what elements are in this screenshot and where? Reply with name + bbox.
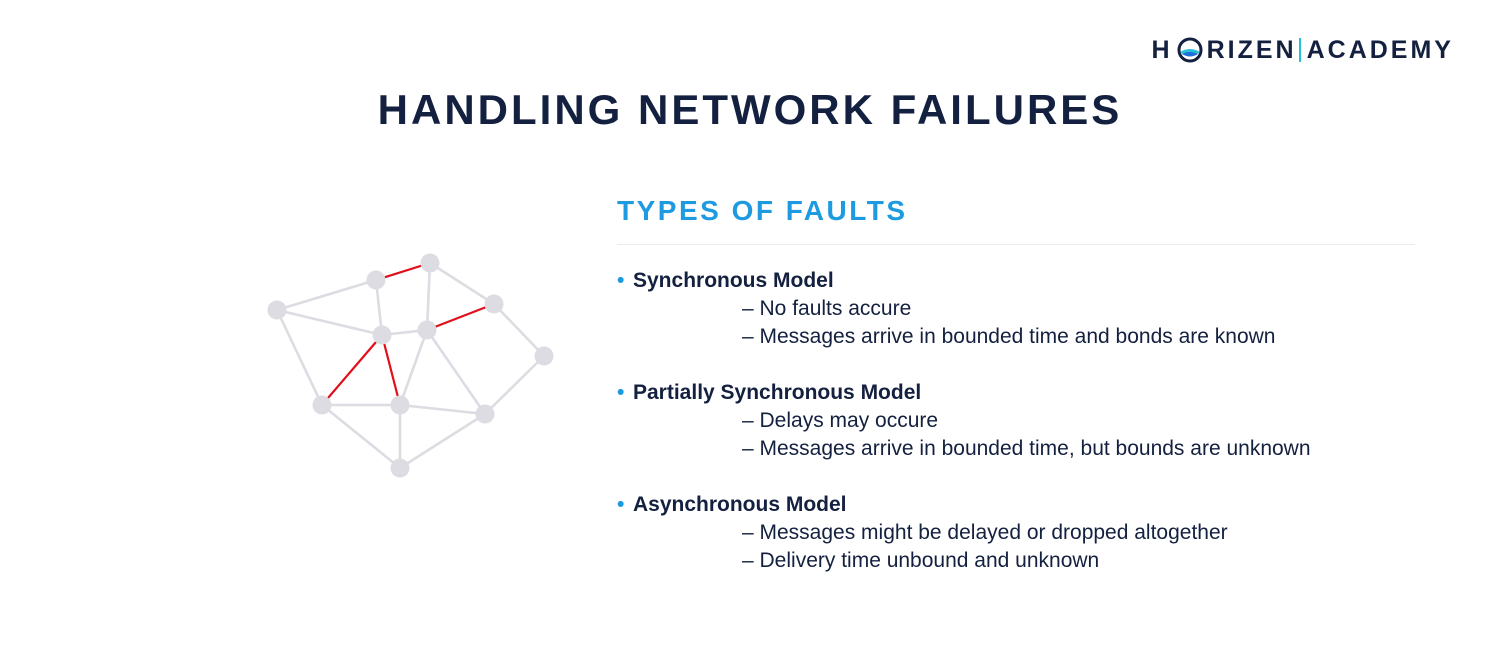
model-title: • Synchronous Model	[617, 267, 1417, 295]
network-node	[312, 395, 332, 415]
model-item: • Asynchronous Model – Messages might be…	[617, 491, 1417, 575]
model-title-text: Asynchronous Model	[633, 493, 847, 516]
model-details: – Messages might be delayed or dropped a…	[617, 519, 1417, 575]
network-node	[372, 325, 392, 345]
logo-text-h: H	[1151, 35, 1173, 64]
network-node	[484, 294, 504, 314]
network-node	[534, 346, 554, 366]
model-list: • Synchronous Model – No faults accure –…	[617, 267, 1417, 575]
network-node	[390, 458, 410, 478]
model-detail: – Messages arrive in bounded time and bo…	[742, 325, 1276, 348]
model-detail: – No faults accure	[742, 297, 912, 320]
network-link	[398, 329, 429, 406]
network-node	[366, 270, 386, 290]
horizen-academy-logo: H RIZEN ACADEMY	[1152, 33, 1454, 67]
model-title-text: Synchronous Model	[633, 269, 834, 292]
network-link	[321, 403, 401, 470]
bullet-icon: •	[617, 381, 625, 404]
section-divider	[617, 244, 1415, 245]
network-node	[417, 320, 437, 340]
model-detail: – Messages arrive in bounded time, but b…	[742, 437, 1311, 460]
network-node	[267, 300, 287, 320]
logo-text-rizen: RIZEN	[1206, 35, 1297, 64]
failed-link	[380, 334, 402, 406]
network-link	[399, 412, 486, 470]
network-diagram	[267, 253, 554, 478]
failed-link	[321, 334, 383, 406]
logo-divider	[1298, 38, 1301, 62]
model-detail: – Delivery time unbound and unknown	[742, 549, 1100, 572]
model-item: • Synchronous Model – No faults accure –…	[617, 267, 1417, 351]
bullet-icon: •	[617, 493, 625, 516]
model-item: • Partially Synchronous Model – Delays m…	[617, 379, 1417, 463]
network-link	[275, 309, 324, 406]
network-link	[425, 329, 487, 415]
logo-text-academy: ACADEMY	[1306, 35, 1454, 64]
page-title: HANDLING NETWORK FAILURES	[377, 86, 1123, 133]
model-title: • Asynchronous Model	[617, 491, 1417, 519]
network-link	[425, 262, 432, 331]
model-details: – Delays may occure – Messages arrive in…	[617, 407, 1417, 463]
model-detail: – Delays may occure	[742, 409, 939, 432]
network-edges	[275, 261, 545, 470]
network-link	[484, 355, 545, 415]
horizen-logo-icon	[1177, 37, 1203, 63]
network-link	[493, 303, 545, 357]
model-details: – No faults accure – Messages arrive in …	[617, 295, 1417, 351]
section-heading: TYPES OF FAULTS	[617, 195, 908, 226]
network-link	[276, 308, 383, 337]
network-node	[390, 395, 410, 415]
model-title-text: Partially Synchronous Model	[633, 381, 922, 404]
network-node	[420, 253, 440, 273]
network-link	[399, 403, 486, 416]
model-title: • Partially Synchronous Model	[617, 379, 1417, 407]
model-detail: – Messages might be delayed or dropped a…	[742, 521, 1228, 544]
bullet-icon: •	[617, 269, 625, 292]
network-link	[276, 278, 377, 312]
faults-section: TYPES OF FAULTS • Synchronous Model – No…	[617, 190, 1417, 603]
network-node	[475, 404, 495, 424]
failed-link	[426, 302, 495, 332]
network-link	[429, 261, 495, 306]
network-nodes	[267, 253, 554, 478]
